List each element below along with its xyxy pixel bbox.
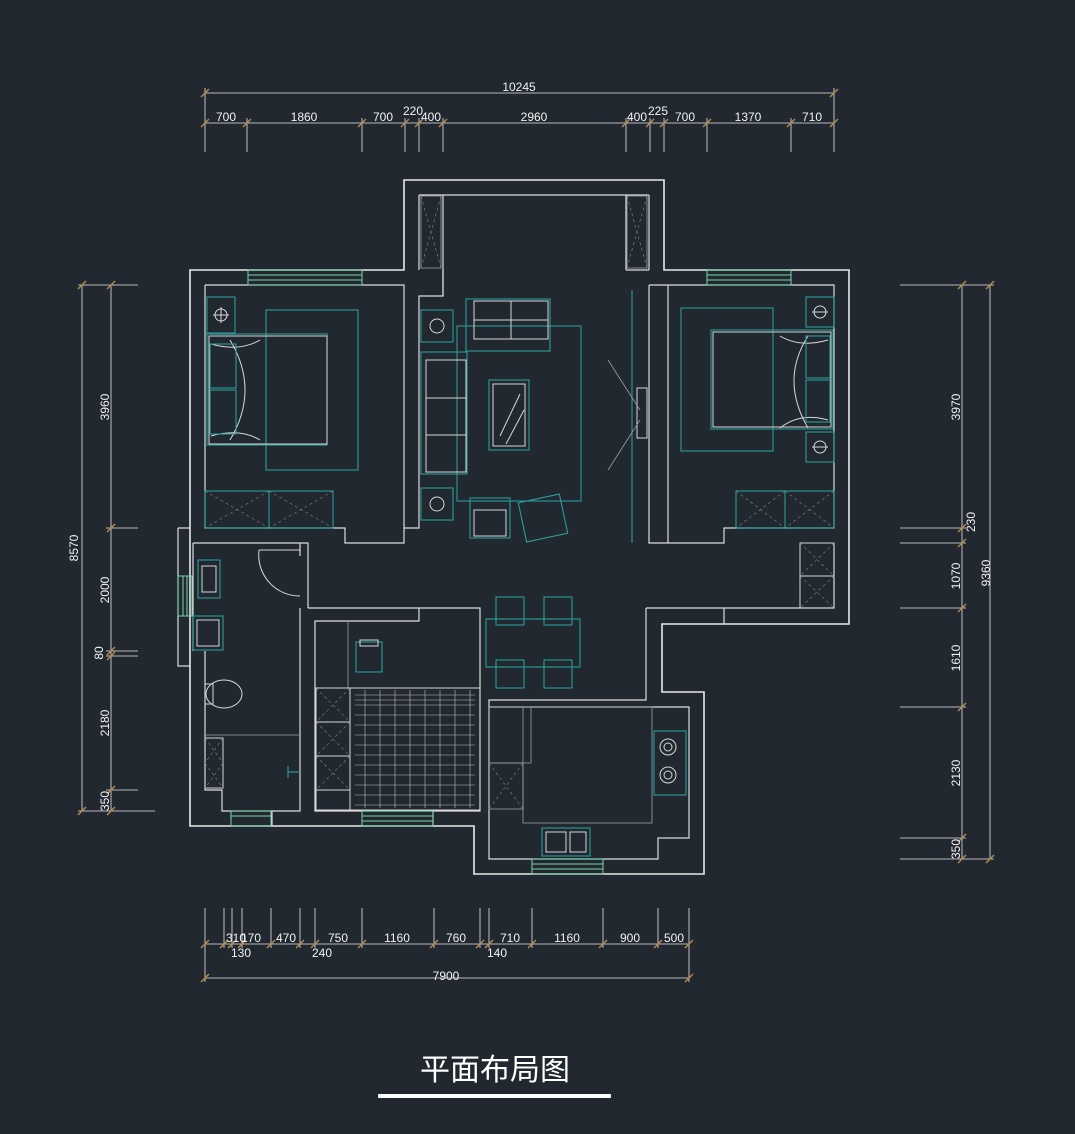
dining-table: [485, 618, 581, 668]
title-underline: [378, 1094, 611, 1098]
balcony: [420, 195, 648, 269]
armchair-1: [469, 497, 511, 539]
bathroom-door: [258, 549, 301, 597]
dim-bottom-4: 1160: [384, 931, 410, 945]
dim-top-4: 400: [421, 110, 441, 124]
living-rug: [456, 325, 582, 502]
kitchen-sink: [541, 827, 591, 857]
dim-bottom-sub-0: 130: [231, 946, 251, 960]
left-bedroom: [204, 296, 359, 529]
dim-right-total: 9360: [979, 559, 993, 586]
dim-top-7: 225: [648, 104, 668, 118]
dim-top-10: 710: [802, 110, 822, 124]
dim-top-2: 700: [373, 110, 393, 124]
coffee-table: [488, 379, 530, 451]
outer-wall: [189, 179, 850, 875]
dim-bottom-sub-2: 140: [487, 946, 507, 960]
study-room: [315, 621, 481, 811]
dim-bottom-8: 900: [620, 931, 640, 945]
dim-top-3: 220: [403, 104, 423, 118]
dim-left-0: 3960: [98, 393, 112, 420]
bathroom-wall: [177, 527, 309, 812]
dim-bottom-0: 310: [226, 931, 246, 945]
rug-right: [680, 307, 774, 452]
bedroom-left-inner: [204, 270, 444, 544]
dim-bottom-5: 760: [446, 931, 466, 945]
toilet: [205, 679, 243, 709]
gas-stove: [653, 730, 687, 796]
dim-bottom-3: 750: [328, 931, 348, 945]
armchair-2: [517, 493, 569, 543]
balcony-inner: [418, 194, 650, 296]
dim-bottom-1: 170: [241, 931, 261, 945]
dim-top-total: 10245: [502, 80, 536, 94]
study-wall: [308, 607, 481, 812]
left-dimensions: 8570 3960 2000 80 2180 350: [67, 280, 155, 816]
bathroom: [192, 549, 301, 789]
dim-top-6: 400: [627, 110, 647, 124]
sofa-top: [465, 298, 551, 352]
dim-left-1: 2000: [98, 576, 112, 603]
study-chair: [355, 641, 383, 673]
right-bedroom: [680, 296, 835, 609]
dim-left-2: 80: [92, 646, 106, 660]
bottom-dimensions: 310 170 470 750 1160 760 710 1160 900 50…: [200, 908, 694, 983]
dim-left-4: 350: [98, 791, 112, 811]
dim-right-5: 350: [949, 839, 963, 859]
bed-right: [710, 329, 834, 430]
dim-bottom-6: 710: [500, 931, 520, 945]
dim-bottom-sub-1: 240: [312, 946, 332, 960]
dim-bottom-7: 1160: [554, 931, 580, 945]
top-dimensions: 10245 700 1860 700: [200, 80, 839, 152]
tatami: [315, 687, 481, 811]
dim-right-3: 1610: [949, 644, 963, 671]
dim-bottom-2: 470: [276, 931, 296, 945]
walls: [177, 179, 850, 875]
dim-right-1: 230: [964, 512, 978, 532]
dim-right-0: 3970: [949, 393, 963, 420]
dim-top-0: 700: [216, 110, 236, 124]
dim-bottom-total: 7900: [433, 969, 460, 983]
bedroom-right-inner: [648, 284, 835, 544]
kitchen: [488, 706, 687, 857]
dim-right-4: 2130: [949, 759, 963, 786]
living-room: [420, 290, 648, 543]
dim-bottom-9: 500: [664, 931, 684, 945]
nightstand-left: [206, 296, 236, 334]
right-dimensions: 9360 3970 230 1070 1610 2130 350: [900, 280, 995, 864]
dining-area: [485, 596, 581, 689]
rug: [265, 309, 359, 471]
tatami-pattern: [315, 687, 351, 810]
dim-top-1: 1860: [291, 110, 318, 124]
tatami-weave: [355, 690, 475, 808]
dim-left-3: 2180: [98, 709, 112, 736]
dim-left-total: 8570: [67, 534, 81, 561]
dim-right-2: 1070: [949, 562, 963, 589]
dim-top-9: 1370: [735, 110, 762, 124]
dim-top-5: 2960: [521, 110, 548, 124]
drawing-title: 平面布局图: [420, 1053, 570, 1088]
kitchen-wall: [488, 706, 690, 860]
dim-top-8: 700: [675, 110, 695, 124]
sofa-left: [420, 351, 468, 475]
washbasin: [197, 559, 221, 599]
windows: [177, 269, 792, 875]
